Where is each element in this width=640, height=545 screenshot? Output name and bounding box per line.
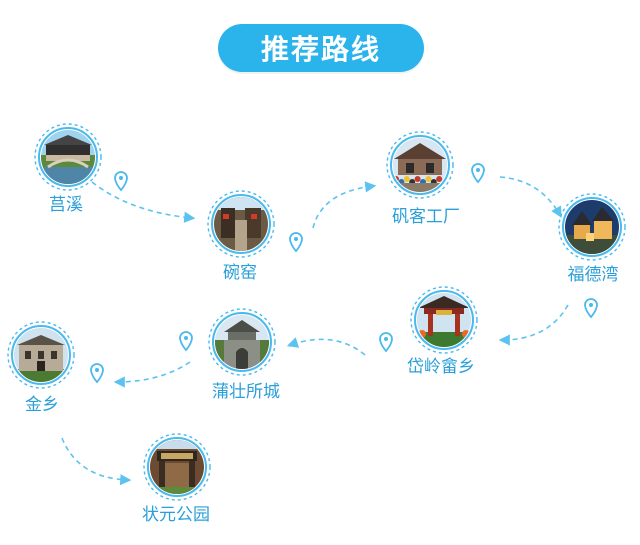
- route-arrow: [286, 337, 366, 356]
- route-stops: [7, 123, 626, 501]
- title-banner: 推荐路线: [218, 24, 424, 72]
- stop-label-dailing: 岱岭畲乡: [407, 357, 475, 377]
- route-arrow: [61, 437, 132, 486]
- stop-label-zhuangyuan: 状元公园: [142, 505, 210, 525]
- location-pin-icon: [90, 363, 104, 384]
- route-arrow: [91, 181, 196, 223]
- stop-label-jinxiang: 金乡: [25, 395, 59, 415]
- photo-gate: [417, 293, 471, 347]
- photo-ring: [143, 433, 211, 501]
- stop-label-wanyao: 碗窑: [223, 263, 257, 283]
- route-arrow: [312, 181, 377, 229]
- photo-plaque-gate: [150, 440, 204, 494]
- location-pin-icon: [584, 298, 598, 319]
- photo-ring: [386, 131, 454, 199]
- photo-ring: [208, 308, 276, 376]
- stop-juxi[interactable]: [34, 123, 102, 191]
- stop-fanke[interactable]: [386, 131, 454, 199]
- stop-jinxiang[interactable]: [7, 321, 75, 389]
- photo-ring: [7, 321, 75, 389]
- photo-city-wall: [215, 315, 269, 369]
- photo-old-house: [14, 328, 68, 382]
- stop-wanyao[interactable]: [207, 190, 275, 258]
- stop-label-fanke: 矾客工厂: [392, 207, 460, 227]
- route-arrow: [498, 304, 569, 346]
- photo-night-village: [565, 200, 619, 254]
- photo-street: [214, 197, 268, 251]
- location-pin-icon: [179, 331, 193, 352]
- route-arrow: [499, 176, 562, 218]
- route-arrow: [113, 361, 191, 388]
- stop-fudewan[interactable]: [558, 193, 626, 261]
- route-connectors: [61, 176, 569, 486]
- stop-zhuangyuan[interactable]: [143, 433, 211, 501]
- stop-label-juxi: 莒溪: [49, 195, 83, 215]
- stop-label-fudewan: 福德湾: [567, 265, 619, 285]
- photo-ring: [410, 286, 478, 354]
- photo-ring: [207, 190, 275, 258]
- route-pins: [90, 163, 598, 384]
- stop-dailing[interactable]: [410, 286, 478, 354]
- stop-label-puzhuang: 蒲壮所城: [212, 382, 280, 402]
- photo-ring: [34, 123, 102, 191]
- page-title: 推荐路线: [260, 33, 381, 66]
- location-pin-icon: [379, 332, 393, 353]
- stop-puzhuang[interactable]: [208, 308, 276, 376]
- location-pin-icon: [471, 163, 485, 184]
- location-pin-icon: [289, 232, 303, 253]
- location-pin-icon: [114, 171, 128, 192]
- photo-ring: [558, 193, 626, 261]
